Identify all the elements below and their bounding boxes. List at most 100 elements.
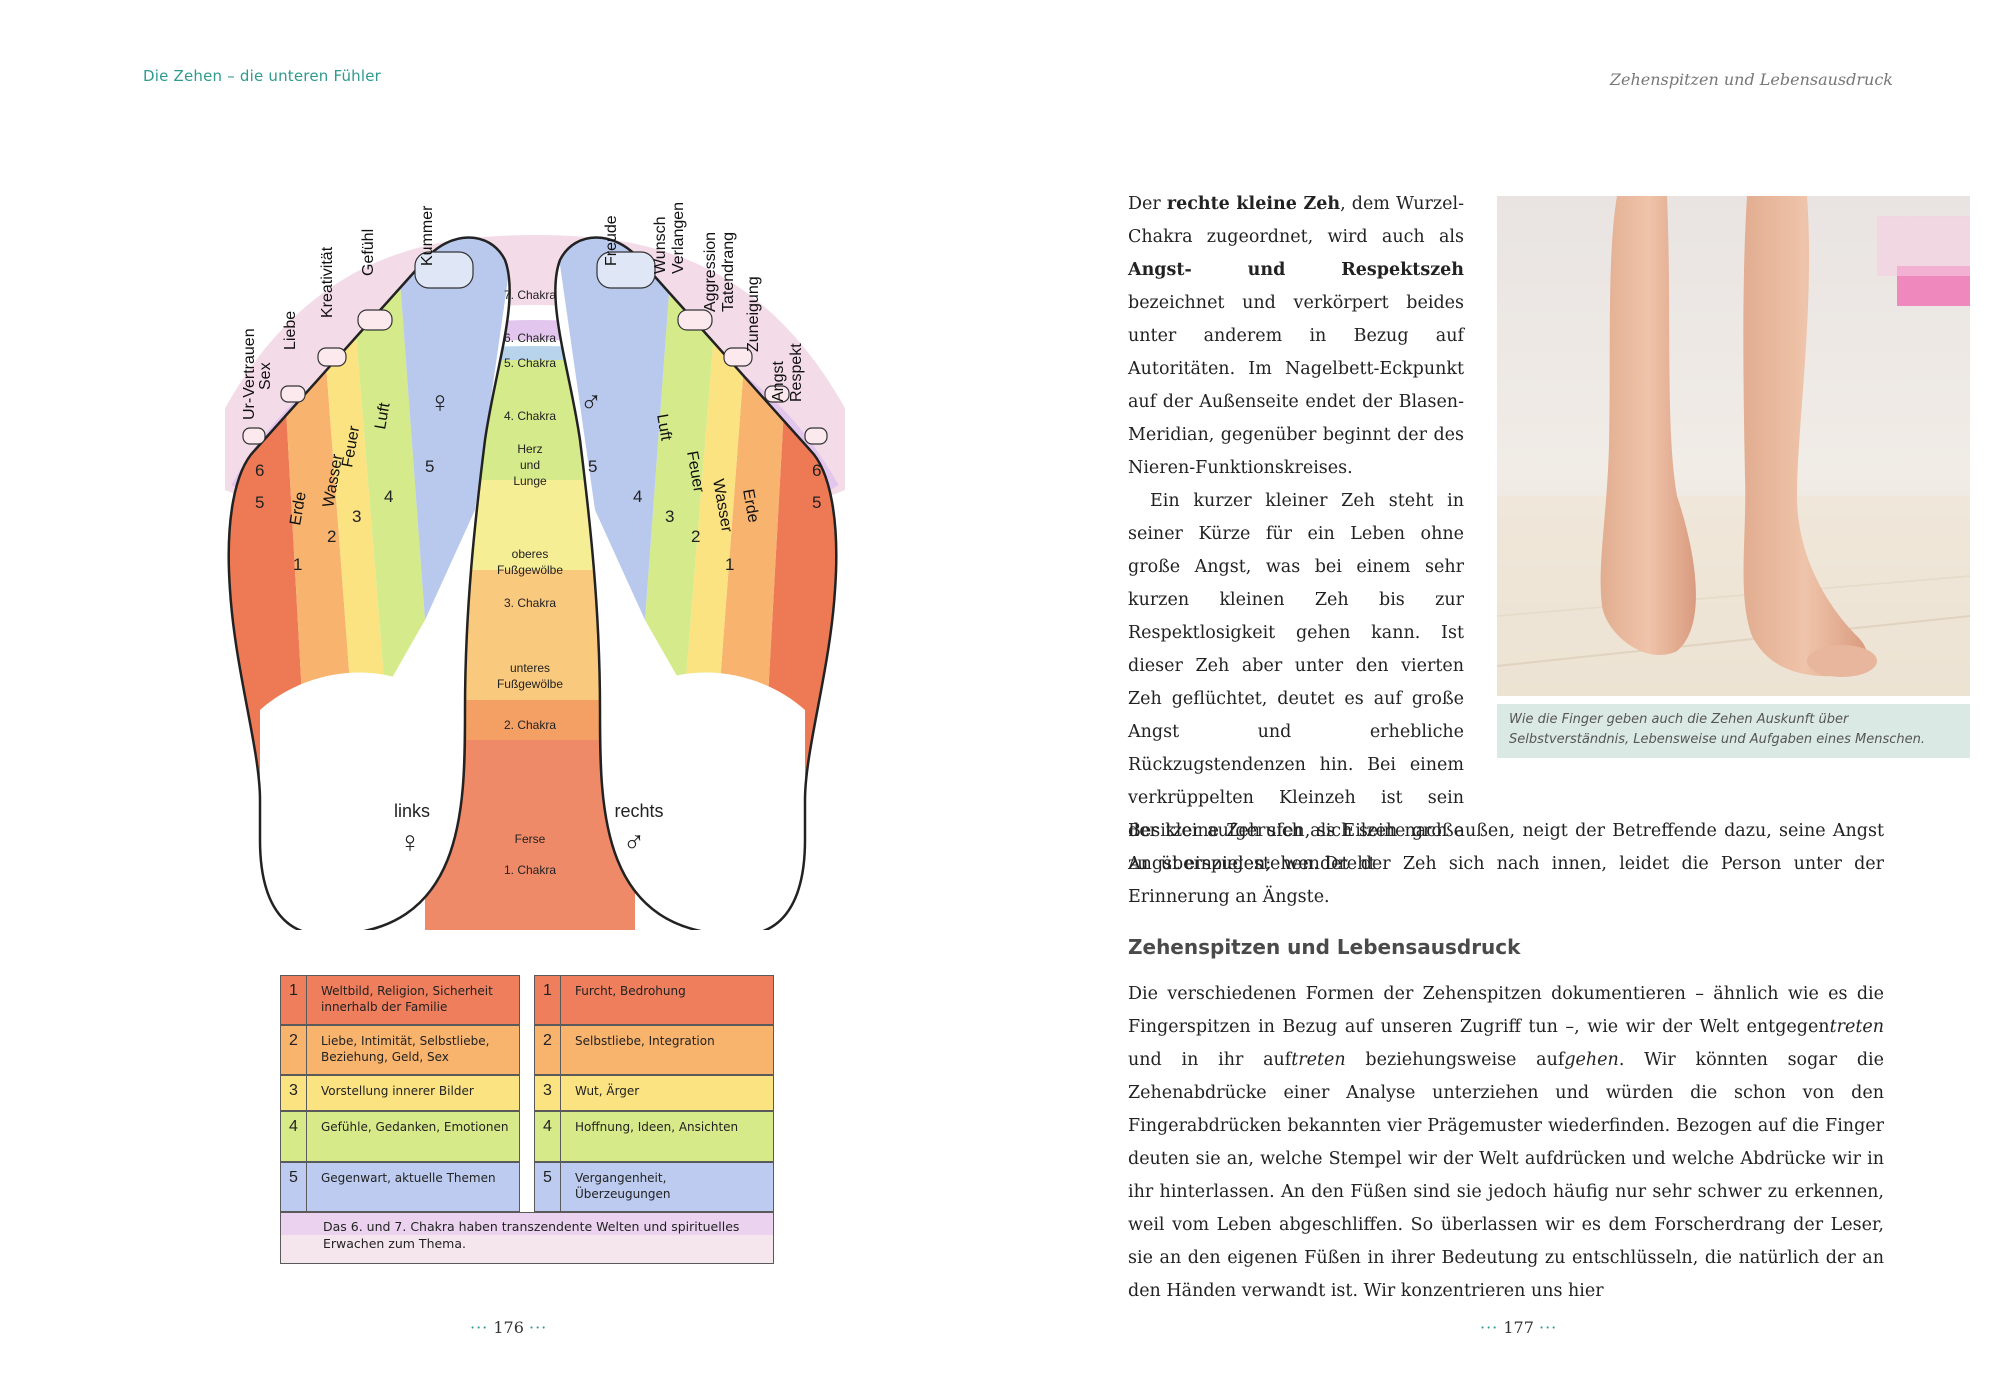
toe-label: Sex xyxy=(257,362,274,390)
text-run: und in ihr auf xyxy=(1128,1050,1292,1070)
toe-label: Verlangen xyxy=(670,202,687,274)
toe-label: Liebe xyxy=(282,311,299,350)
text-run: , dem Wurzel-Chakra zugeordnet, wird auc… xyxy=(1128,194,1464,247)
toe-label: Wunsch xyxy=(652,216,669,274)
chakra-band-3 xyxy=(455,480,605,570)
left-foot-outline xyxy=(227,236,511,930)
legend-number: 2 xyxy=(535,1026,561,1074)
photo-illustration xyxy=(1497,196,1970,696)
italic-term: treten xyxy=(1291,1050,1346,1070)
legend-number: 5 xyxy=(535,1163,561,1211)
paragraph: Der rechte kleine Zeh, dem Wurzel-Chakra… xyxy=(1128,188,1464,485)
chakra-band-2b xyxy=(455,700,605,740)
chakra-label: Ferse xyxy=(515,832,546,846)
legend-row: 5 Vergangenheit, Überzeugungen xyxy=(534,1162,774,1212)
zone-number: 1 xyxy=(725,555,734,574)
legend-footer-strip xyxy=(281,1213,773,1235)
legend-number: 4 xyxy=(281,1112,307,1161)
legend-row: 4 Hoffnung, Ideen, Ansichten xyxy=(534,1111,774,1162)
paragraph: der kleine Zeh sich als Eilzeh nach auße… xyxy=(1128,821,1884,907)
chakra-label: Herz xyxy=(517,442,542,456)
chakra-label: Fußgewölbe xyxy=(497,677,563,691)
zone-number: 5 xyxy=(425,457,434,476)
heel-label-left: links xyxy=(394,801,430,821)
toe-label: Angst xyxy=(770,361,787,402)
chakra-label: 5. Chakra xyxy=(504,356,556,370)
legend-text: Liebe, Intimität, Selbstliebe, Beziehung… xyxy=(321,1034,490,1064)
running-head: Zehenspitzen und Lebensausdruck xyxy=(1609,70,1893,89)
legend-footer-text: Das 6. und 7. Chakra haben transzendente… xyxy=(323,1219,740,1251)
zone-number: 3 xyxy=(352,507,361,526)
legend-row: 5 Gegenwart, aktuelle Themen xyxy=(280,1162,520,1212)
chakra-label: 1. Chakra xyxy=(504,863,556,877)
chakra-label: 4. Chakra xyxy=(504,409,556,423)
zone-number: 4 xyxy=(384,487,393,506)
legend-text: Vergangenheit, Überzeugungen xyxy=(575,1171,671,1201)
zone-number: 4 xyxy=(633,487,642,506)
paragraph: Ein kurzer kleiner Zeh steht in seiner K… xyxy=(1128,491,1464,874)
toe-nail xyxy=(414,251,474,289)
legend-number: 3 xyxy=(281,1076,307,1110)
legend-row: 2 Liebe, Intimität, Selbstliebe, Beziehu… xyxy=(280,1025,520,1075)
chakra-label: unteres xyxy=(510,661,550,675)
toe-label: Ur-Vertrauen xyxy=(241,328,258,420)
zone-number: 3 xyxy=(665,507,674,526)
page-number-dots: ··· xyxy=(1539,1318,1558,1337)
bold-term: rechte kleine Zeh xyxy=(1166,194,1341,214)
toe-nail xyxy=(764,385,790,403)
toe-label: Respekt xyxy=(788,343,805,402)
legend-number: 2 xyxy=(281,1026,307,1074)
right-page: Zehenspitzen und Lebensausdruck Der rech… xyxy=(1003,0,2007,1387)
arc-number-6: 6 xyxy=(812,461,821,480)
page-number-dots: ··· xyxy=(529,1318,548,1337)
right-foot-outline xyxy=(554,236,838,930)
heel-label-right: rechts xyxy=(614,801,663,821)
chakra-band-2 xyxy=(455,570,605,700)
chakra-label: Fußgewölbe xyxy=(497,563,563,577)
toe-label: Tatendrang xyxy=(720,232,737,312)
toe-label: Kreativität xyxy=(319,246,336,318)
left-zone-5 xyxy=(400,237,510,620)
legend-row: 3 Wut, Ärger xyxy=(534,1075,774,1111)
page-number-dots: ··· xyxy=(470,1318,489,1337)
right-zone-3 xyxy=(685,320,745,750)
element-label: Luft xyxy=(372,401,393,431)
chakra-label: oberes xyxy=(512,547,549,561)
italic-term: treten xyxy=(1829,1017,1884,1037)
legend-text: Weltbild, Religion, Sicherheit innerhalb… xyxy=(321,984,493,1014)
page-number-value: 176 xyxy=(493,1318,524,1337)
toe-nail xyxy=(357,309,393,331)
legend-text: Hoffnung, Ideen, Ansichten xyxy=(575,1120,739,1134)
element-label: Luft xyxy=(653,413,674,443)
female-symbol: ♀ xyxy=(399,826,422,859)
photo-caption: Wie die Finger geben auch die Zehen Ausk… xyxy=(1497,704,1970,758)
chakra-label: 7. Chakra xyxy=(504,288,556,302)
zone-number: 5 xyxy=(588,457,597,476)
toe-label: Kummer xyxy=(419,205,436,266)
chakra-legend-table: 1 Weltbild, Religion, Sicherheit innerha… xyxy=(280,975,774,1265)
page-number: ··· 176 ··· xyxy=(470,1318,547,1337)
text-run: . Wir könnten sogar die Zehenabdrücke ei… xyxy=(1128,1050,1884,1301)
legend-number: 3 xyxy=(535,1076,561,1110)
legend-row: 1 Weltbild, Religion, Sicherheit innerha… xyxy=(280,975,520,1025)
left-heel xyxy=(260,672,465,930)
text-run: bezeichnet und verkörpert beides unter a… xyxy=(1128,293,1464,478)
legend-row: 1 Furcht, Bedrohung xyxy=(534,975,774,1025)
legend-text: Furcht, Bedrohung xyxy=(575,984,686,998)
toe-nail xyxy=(280,385,306,403)
toe-nail xyxy=(723,347,753,367)
toe-label: Gefühl xyxy=(360,229,377,276)
legend-footer: Das 6. und 7. Chakra haben transzendente… xyxy=(280,1212,774,1264)
toe-label: Zuneigung xyxy=(745,276,762,352)
legend-number: 5 xyxy=(281,1163,307,1211)
legend-number: 4 xyxy=(535,1112,561,1161)
text-run: Die verschiedenen Formen der Zehenspitze… xyxy=(1128,984,1884,1037)
italic-term: gehen xyxy=(1564,1050,1619,1070)
page-number-value: 177 xyxy=(1503,1318,1534,1337)
toe-nail xyxy=(242,427,266,445)
female-symbol: ♀ xyxy=(429,386,452,419)
page-number-dots: ··· xyxy=(1480,1318,1499,1337)
chakra-label: 3. Chakra xyxy=(504,596,556,610)
toe-nail xyxy=(317,347,347,367)
text-run: beziehungsweise auf xyxy=(1345,1050,1565,1070)
